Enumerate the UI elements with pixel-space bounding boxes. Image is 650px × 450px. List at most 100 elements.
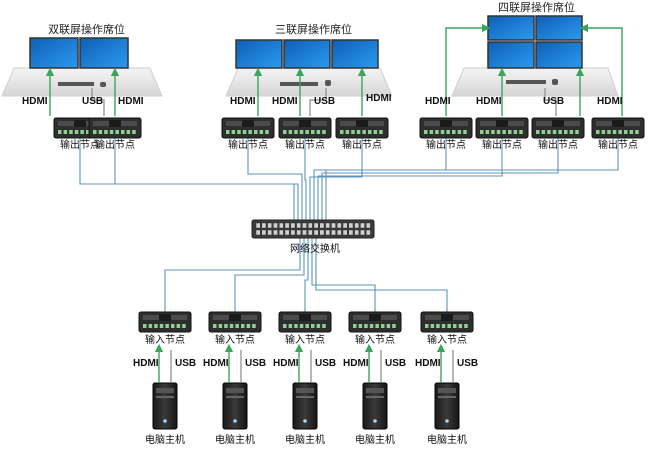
mouse: [100, 82, 106, 87]
output-node: [531, 117, 585, 139]
network-cable: [164, 238, 301, 312]
mouse: [325, 80, 331, 86]
monitor-screen: [487, 41, 535, 69]
usb-cable: [91, 88, 105, 116]
network-cable: [247, 138, 303, 220]
mouse: [552, 79, 558, 85]
usb-label: USB: [245, 358, 266, 369]
workstation-title: 四联屏操作席位: [498, 0, 575, 14]
pc-label: 电脑主机: [145, 433, 185, 446]
workstation-double: 双联屏操作席位 HDMI USB HDMI: [1, 22, 163, 116]
network-cable: [325, 138, 619, 220]
network-cable: [304, 238, 309, 312]
hdmi-label: HDMI: [273, 358, 299, 369]
monitor-screen: [535, 15, 583, 41]
svg-text:HDMI: HDMI: [22, 96, 48, 107]
network-cable: [234, 238, 305, 312]
svg-text:HDMI: HDMI: [272, 96, 298, 107]
workstation-triple: 三联屏操作席位 HDMI HDMI USB HDMI: [225, 22, 393, 116]
svg-text:USB: USB: [543, 96, 564, 107]
output-node-label: 输出节点: [285, 138, 325, 151]
monitor-screen: [331, 39, 379, 69]
hdmi-label: HDMI: [203, 358, 229, 369]
output-node-label: 输出节点: [60, 138, 100, 151]
monitor-screen: [79, 37, 129, 69]
output-node: [278, 117, 332, 139]
network-cable: [304, 138, 307, 220]
pc-tower-icon: [434, 382, 460, 430]
keyboard: [506, 80, 546, 84]
output-node-label: 输出节点: [228, 138, 268, 151]
usb-label: USB: [385, 358, 406, 369]
svg-text:HDMI: HDMI: [230, 96, 256, 107]
pc-tower-icon: [292, 382, 318, 430]
output-node-label: 输出节点: [95, 138, 135, 151]
network-cable: [309, 138, 363, 220]
svg-text:USB: USB: [82, 96, 103, 107]
input-node: [348, 311, 402, 333]
usb-label: USB: [175, 358, 196, 369]
svg-text:HDMI: HDMI: [366, 93, 392, 104]
input-node: [138, 311, 192, 333]
workstation-title: 三联屏操作席位: [275, 22, 352, 36]
output-node-label: 输出节点: [538, 138, 578, 151]
input-node: [420, 311, 474, 333]
input-node-label: 输入节点: [355, 333, 395, 346]
svg-text:HDMI: HDMI: [597, 96, 623, 107]
svg-text:HDMI: HDMI: [118, 96, 144, 107]
network-cable: [317, 138, 503, 220]
output-node: [88, 117, 142, 139]
pc-label: 电脑主机: [285, 433, 325, 446]
network-cable: [114, 138, 299, 220]
hdmi-label: HDMI: [343, 358, 369, 369]
svg-text:HDMI: HDMI: [425, 96, 451, 107]
output-node-label: 输出节点: [426, 138, 466, 151]
monitor-screen: [283, 39, 331, 69]
network-cable: [315, 238, 448, 312]
monitor-screen: [487, 15, 535, 41]
usb-label: USB: [315, 358, 336, 369]
svg-text:USB: USB: [314, 96, 335, 107]
input-node-label: 输入节点: [427, 333, 467, 346]
pc-tower-icon: [362, 382, 388, 430]
switch-label: 网络交换机: [290, 242, 340, 255]
workstation-title: 双联屏操作席位: [48, 22, 125, 36]
output-node-label: 输出节点: [342, 138, 382, 151]
output-node-label: 输出节点: [482, 138, 522, 151]
output-node-row: 输出节点输出节点输出节点输出节点输出节点输出节点输出节点输出节点输出节点: [53, 117, 645, 151]
hdmi-label: HDMI: [415, 358, 441, 369]
network-switch: 网络交换机: [251, 219, 375, 255]
output-node-label: 输出节点: [598, 138, 638, 151]
usb-label: USB: [457, 358, 478, 369]
pc-tower-icon: [152, 382, 178, 430]
output-node: [475, 117, 529, 139]
pc-label: 电脑主机: [215, 433, 255, 446]
network-cable: [321, 138, 559, 220]
output-node: [591, 117, 645, 139]
input-node-row: 输入节点 输入节点 输入节点 输入节点 输入节点: [138, 311, 474, 346]
pc-label: 电脑主机: [427, 433, 467, 446]
svg-text:HDMI: HDMI: [476, 96, 502, 107]
pc-label: 电脑主机: [355, 433, 395, 446]
keyboard: [280, 82, 318, 86]
network-cables: [79, 138, 619, 312]
monitor-screen: [535, 41, 583, 69]
output-node: [335, 117, 389, 139]
output-node: [221, 117, 275, 139]
input-node-label: 输入节点: [285, 333, 325, 346]
monitor-screen: [29, 37, 79, 69]
input-node: [278, 311, 332, 333]
network-cable: [311, 238, 376, 312]
input-node: [208, 311, 262, 333]
pc-tower-icon: [222, 382, 248, 430]
computer-row: HDMI USB 电脑主机 HDMI USB 电脑主机 HDMI USB 电脑主机 HDMI USB…: [133, 343, 478, 446]
hdmi-label: HDMI: [133, 358, 159, 369]
workstation-quad: 四联屏操作席位 HDMI HDMI USB HDMI: [425, 0, 623, 116]
switch-ports: [255, 222, 371, 236]
input-node-label: 输入节点: [215, 333, 255, 346]
output-node: [419, 117, 473, 139]
monitor-screen: [235, 39, 283, 69]
keyboard: [58, 82, 94, 86]
input-node-label: 输入节点: [145, 333, 185, 346]
